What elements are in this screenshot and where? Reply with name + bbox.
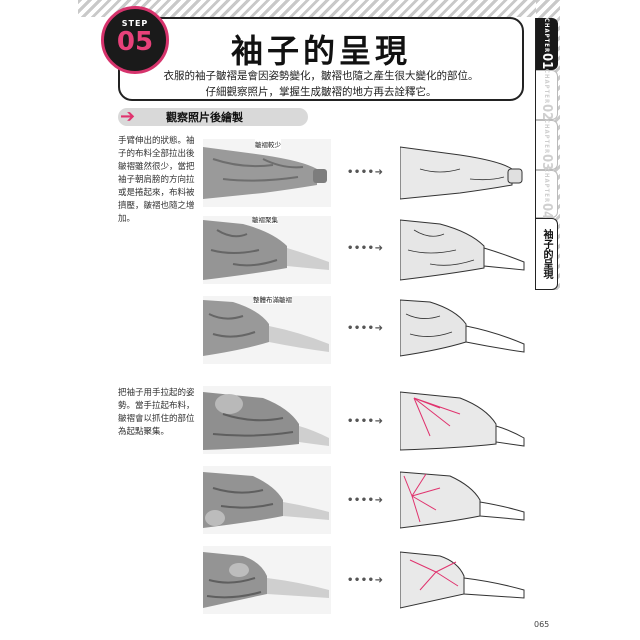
side-divider xyxy=(535,18,536,290)
arrow-row5-icon: ••••➜ xyxy=(347,495,384,506)
caption-first: 手臂伸出的狀態。袖子的布料全部拉出後皺褶雖然很少，當把袖子朝肩膀的方向拉或是捲起… xyxy=(118,136,195,224)
page-number: 065 xyxy=(534,620,550,629)
caption-second: 把袖子用手拉起的姿勢。當手拉起布料，皺褶會以抓住的部位為起點聚集。 xyxy=(118,388,195,437)
sketch-arm-6 xyxy=(400,546,525,614)
photo-arm-6 xyxy=(203,546,331,614)
callout-row1: 皺褶較少 xyxy=(255,139,281,149)
section-header: 觀察照片後繪製 xyxy=(118,108,308,126)
photo-arm-5 xyxy=(203,466,331,534)
callout-row3: 整體布滿皺褶 xyxy=(253,294,292,304)
arrow-row6-icon: ••••➜ xyxy=(347,575,384,586)
arrow-row3-icon: ••••➜ xyxy=(347,323,384,334)
intro-line-1: 衣服的袖子皺褶是會因姿勢變化，皺褶也隨之產生很大變化的部位。 xyxy=(163,70,479,82)
sketch-arm-2 xyxy=(400,216,525,284)
arrow-right-icon: ➔ xyxy=(120,106,136,127)
top-hatch-decoration xyxy=(78,0,558,17)
chapter-tab-04[interactable]: CHAPTER 04 xyxy=(536,168,558,220)
step-label: STEP xyxy=(121,19,149,28)
page-title: 袖子的呈現 xyxy=(230,32,411,70)
header-box xyxy=(118,17,524,101)
chapter-tab-02[interactable]: CHAPTER 02 xyxy=(536,69,558,121)
step-badge: STEP 05 xyxy=(101,6,169,74)
intro-text: 衣服的袖子皺褶是會因姿勢變化，皺褶也隨之產生很大變化的部位。 仔細觀察照片，掌握… xyxy=(118,68,524,100)
photo-arm-2 xyxy=(203,216,331,284)
sketch-arm-1 xyxy=(400,139,525,207)
sketch-arm-5 xyxy=(400,466,525,534)
photo-arm-4 xyxy=(203,386,331,454)
chapter-tab-03[interactable]: CHAPTER 03 xyxy=(536,119,558,171)
callout-row2: 皺褶聚集 xyxy=(252,214,278,224)
arrow-row1-icon: ••••➜ xyxy=(347,167,384,178)
arrow-row2-icon: ••••➜ xyxy=(347,243,384,254)
photo-arm-1 xyxy=(203,139,331,207)
chapter-tab-01[interactable]: CHAPTER 01 xyxy=(536,18,558,70)
sketch-arm-4 xyxy=(400,386,525,454)
arrow-row4-icon: ••••➜ xyxy=(347,416,384,427)
chapter-tabs: CHAPTER 01 CHAPTER 02 CHAPTER 03 CHAPTER… xyxy=(536,18,558,220)
sketch-arm-3 xyxy=(400,296,525,364)
step-number: 05 xyxy=(116,27,154,57)
intro-line-2: 仔細觀察照片，掌握生成皺褶的地方再去詮釋它。 xyxy=(205,86,437,98)
side-section-title: 袖子的呈現 xyxy=(536,218,558,290)
photo-arm-3 xyxy=(203,296,331,364)
